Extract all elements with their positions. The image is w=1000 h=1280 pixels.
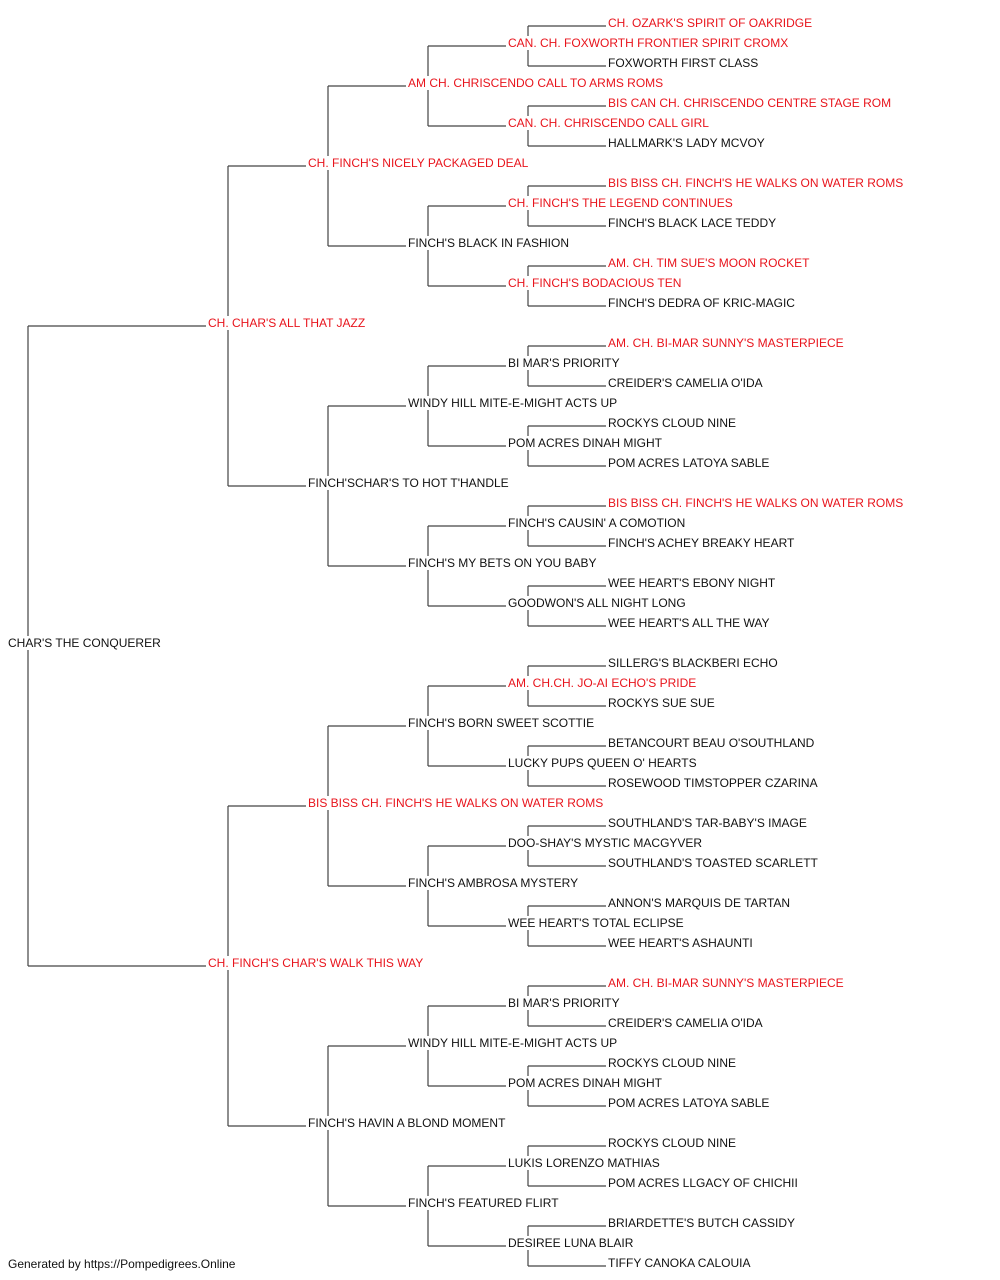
ancestor-name-gen4: LUKIS LORENZO MATHIAS xyxy=(507,1156,661,1170)
ancestor-name-gen5: POM ACRES LATOYA SABLE xyxy=(607,456,771,470)
ancestor-name-gen5: WEE HEART'S ASHAUNTI xyxy=(607,936,754,950)
ancestor-name-gen5: AM. CH. BI-MAR SUNNY'S MASTERPIECE xyxy=(607,336,845,350)
ancestor-name-gen4: DOO-SHAY'S MYSTIC MACGYVER xyxy=(507,836,704,850)
ancestor-name-gen5: CREIDER'S CAMELIA O'IDA xyxy=(607,376,764,390)
ancestor-name-gen5: ROCKYS CLOUD NINE xyxy=(607,416,738,430)
ancestor-name-gen3: WINDY HILL MITE-E-MIGHT ACTS UP xyxy=(407,1036,619,1050)
ancestor-name-gen5: TIFFY CANOKA CALOUIA xyxy=(607,1256,752,1270)
ancestor-name-gen1: CH. FINCH'S CHAR'S WALK THIS WAY xyxy=(207,956,425,970)
ancestor-name-gen5: BIS CAN CH. CHRISCENDO CENTRE STAGE ROM xyxy=(607,96,893,110)
ancestor-name-gen3: FINCH'S BLACK IN FASHION xyxy=(407,236,570,250)
ancestor-name-gen4: WEE HEART'S TOTAL ECLIPSE xyxy=(507,916,685,930)
generated-by-footer: Generated by https://Pompedigrees.Online xyxy=(8,1257,236,1271)
ancestor-name-gen2: FINCH'SCHAR'S TO HOT T'HANDLE xyxy=(307,476,510,490)
ancestor-name-gen5: HALLMARK'S LADY MCVOY xyxy=(607,136,766,150)
ancestor-name-gen5: BIS BISS CH. FINCH'S HE WALKS ON WATER R… xyxy=(607,496,905,510)
ancestor-name-gen5: ROCKYS CLOUD NINE xyxy=(607,1056,738,1070)
ancestor-name-gen2: FINCH'S HAVIN A BLOND MOMENT xyxy=(307,1116,507,1130)
ancestor-name-gen3: FINCH'S FEATURED FLIRT xyxy=(407,1196,560,1210)
ancestor-name-gen5: BRIARDETTE'S BUTCH CASSIDY xyxy=(607,1216,796,1230)
ancestor-name-gen5: BETANCOURT BEAU O'SOUTHLAND xyxy=(607,736,816,750)
ancestor-name-gen4: CH. FINCH'S THE LEGEND CONTINUES xyxy=(507,196,734,210)
ancestor-name-gen2: CH. FINCH'S NICELY PACKAGED DEAL xyxy=(307,156,530,170)
ancestor-name-gen5: SOUTHLAND'S TAR-BABY'S IMAGE xyxy=(607,816,808,830)
ancestor-name-gen3: FINCH'S AMBROSA MYSTERY xyxy=(407,876,580,890)
ancestor-name-gen5: FINCH'S BLACK LACE TEDDY xyxy=(607,216,778,230)
ancestor-name-gen4: BI MAR'S PRIORITY xyxy=(507,356,621,370)
ancestor-name-gen1: CH. CHAR'S ALL THAT JAZZ xyxy=(207,316,367,330)
ancestor-name-gen5: POM ACRES LATOYA SABLE xyxy=(607,1096,771,1110)
ancestor-name-gen3: FINCH'S BORN SWEET SCOTTIE xyxy=(407,716,596,730)
ancestor-name-gen4: FINCH'S CAUSIN' A COMOTION xyxy=(507,516,687,530)
ancestor-name-gen5: SOUTHLAND'S TOASTED SCARLETT xyxy=(607,856,819,870)
ancestor-name-gen5: POM ACRES LLGACY OF CHICHII xyxy=(607,1176,799,1190)
ancestor-name-gen3: AM CH. CHRISCENDO CALL TO ARMS ROMS xyxy=(407,76,665,90)
subject-dog-name: CHAR'S THE CONQUERER xyxy=(7,636,162,650)
ancestor-name-gen5: WEE HEART'S ALL THE WAY xyxy=(607,616,771,630)
ancestor-name-gen5: BIS BISS CH. FINCH'S HE WALKS ON WATER R… xyxy=(607,176,905,190)
ancestor-name-gen5: ROCKYS SUE SUE xyxy=(607,696,716,710)
ancestor-name-gen5: CREIDER'S CAMELIA O'IDA xyxy=(607,1016,764,1030)
ancestor-name-gen5: FINCH'S ACHEY BREAKY HEART xyxy=(607,536,796,550)
ancestor-name-gen4: POM ACRES DINAH MIGHT xyxy=(507,1076,664,1090)
ancestor-name-gen5: CH. OZARK'S SPIRIT OF OAKRIDGE xyxy=(607,16,814,30)
ancestor-name-gen5: ANNON'S MARQUIS DE TARTAN xyxy=(607,896,792,910)
ancestor-name-gen5: FOXWORTH FIRST CLASS xyxy=(607,56,760,70)
ancestor-name-gen4: DESIREE LUNA BLAIR xyxy=(507,1236,635,1250)
ancestor-name-gen4: BI MAR'S PRIORITY xyxy=(507,996,621,1010)
ancestor-name-gen5: AM. CH. TIM SUE'S MOON ROCKET xyxy=(607,256,811,270)
ancestor-name-gen5: ROSEWOOD TIMSTOPPER CZARINA xyxy=(607,776,819,790)
ancestor-name-gen5: SILLERG'S BLACKBERI ECHO xyxy=(607,656,779,670)
ancestor-name-gen4: LUCKY PUPS QUEEN O' HEARTS xyxy=(507,756,698,770)
ancestor-name-gen4: CAN. CH. CHRISCENDO CALL GIRL xyxy=(507,116,710,130)
ancestor-name-gen5: ROCKYS CLOUD NINE xyxy=(607,1136,738,1150)
ancestor-name-gen5: AM. CH. BI-MAR SUNNY'S MASTERPIECE xyxy=(607,976,845,990)
ancestor-name-gen3: WINDY HILL MITE-E-MIGHT ACTS UP xyxy=(407,396,619,410)
ancestor-name-gen2: BIS BISS CH. FINCH'S HE WALKS ON WATER R… xyxy=(307,796,605,810)
ancestor-name-gen3: FINCH'S MY BETS ON YOU BABY xyxy=(407,556,598,570)
ancestor-name-gen4: POM ACRES DINAH MIGHT xyxy=(507,436,664,450)
ancestor-name-gen4: CH. FINCH'S BODACIOUS TEN xyxy=(507,276,683,290)
ancestor-name-gen4: CAN. CH. FOXWORTH FRONTIER SPIRIT CROMX xyxy=(507,36,790,50)
ancestor-name-gen4: GOODWON'S ALL NIGHT LONG xyxy=(507,596,687,610)
ancestor-name-gen4: AM. CH.CH. JO-AI ECHO'S PRIDE xyxy=(507,676,698,690)
ancestor-name-gen5: FINCH'S DEDRA OF KRIC-MAGIC xyxy=(607,296,796,310)
ancestor-name-gen5: WEE HEART'S EBONY NIGHT xyxy=(607,576,777,590)
